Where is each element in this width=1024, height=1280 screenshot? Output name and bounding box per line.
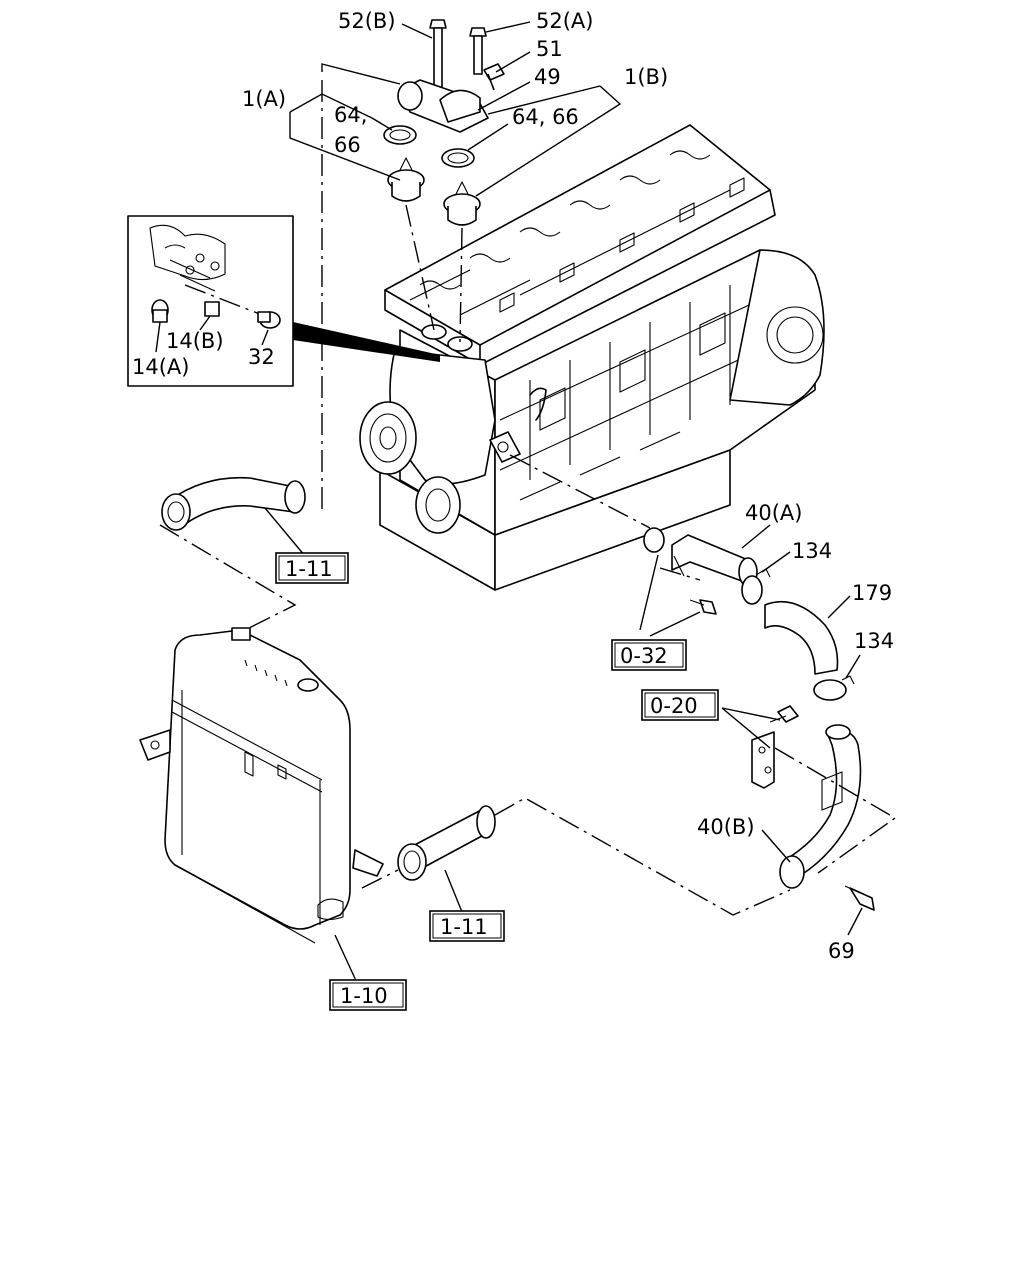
label-51: 51 xyxy=(536,37,563,61)
label-52b: 52(B) xyxy=(338,9,396,33)
ref-1-11-bottom: 1-11 xyxy=(429,910,505,942)
lower-hose xyxy=(397,797,791,916)
ref-0-32: 0-32 xyxy=(611,639,687,671)
clip-51 xyxy=(483,63,505,91)
upper-hose xyxy=(159,476,311,631)
label-64-left: 64, xyxy=(334,103,367,127)
label-49: 49 xyxy=(534,65,561,89)
thermostat-1b xyxy=(443,181,481,226)
thermostat-housing-49 xyxy=(397,79,489,133)
part-labels: 52(B) 52(A) 51 49 1(B) 1(A) 64, 66 64, 6… xyxy=(132,9,894,963)
label-179: 179 xyxy=(852,581,892,605)
label-66-left: 66 xyxy=(334,133,361,157)
label-14a: 14(A) xyxy=(132,355,189,379)
outlet-pipe-40b xyxy=(721,705,897,936)
reference-boxes: 1-11 0-32 0-20 1-11 1-10 xyxy=(275,552,719,1011)
ref-label-0-32: 0-32 xyxy=(620,644,668,668)
label-1a: 1(A) xyxy=(242,87,286,111)
label-134-bottom: 134 xyxy=(854,629,894,653)
label-40a: 40(A) xyxy=(745,501,802,525)
ref-1-10: 1-10 xyxy=(329,979,407,1011)
outlet-pipe-40a xyxy=(509,454,861,701)
label-40b: 40(B) xyxy=(697,815,755,839)
label-32: 32 xyxy=(248,345,275,369)
label-64-66-right: 64, 66 xyxy=(512,105,579,129)
ref-1-11-top: 1-11 xyxy=(275,552,349,584)
label-1b: 1(B) xyxy=(624,65,668,89)
engine-block xyxy=(359,124,825,591)
ref-0-20: 0-20 xyxy=(641,689,719,721)
bolt-52b xyxy=(429,19,447,91)
ref-label-1-11-top: 1-11 xyxy=(285,557,333,581)
ref-label-0-20: 0-20 xyxy=(650,694,698,718)
thermostat-parts xyxy=(289,19,622,510)
thermostat-1a xyxy=(387,157,425,202)
radiator xyxy=(139,627,399,986)
bolt-52a xyxy=(469,27,487,75)
label-52a: 52(A) xyxy=(536,9,593,33)
label-134-top: 134 xyxy=(792,539,832,563)
ref-label-1-10: 1-10 xyxy=(340,984,388,1008)
ref-label-1-11-bottom: 1-11 xyxy=(440,915,488,939)
label-69: 69 xyxy=(828,939,855,963)
label-14b: 14(B) xyxy=(166,329,224,353)
inset-detail xyxy=(127,215,440,387)
